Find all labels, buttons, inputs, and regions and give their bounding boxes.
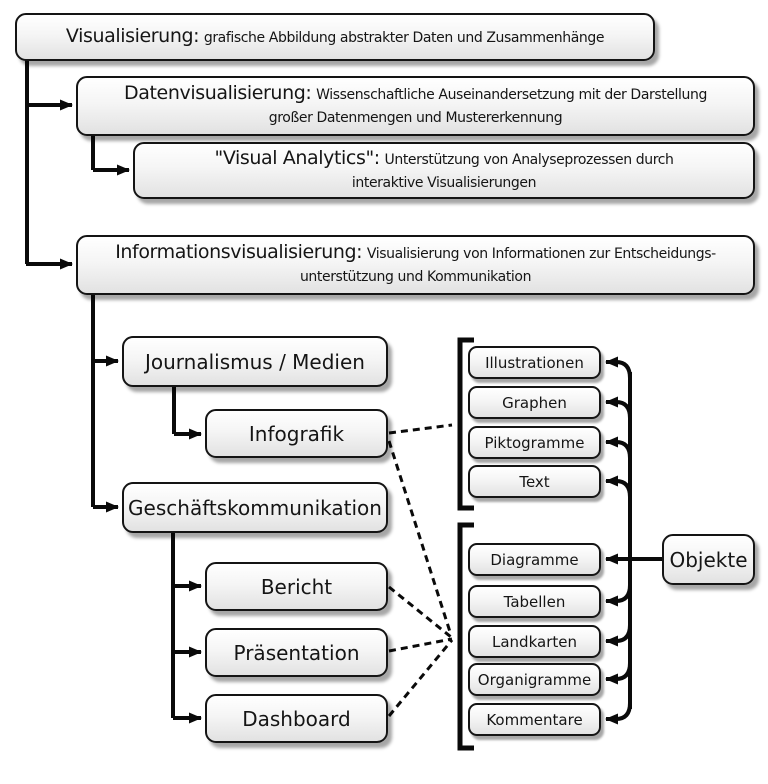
hook-illustrationen [605,356,632,379]
node-visualisierung-text: Visualisierung: grafische Abbildung abst… [65,24,605,50]
hook-graphen [605,396,632,419]
node-praesentation-label: Präsentation [233,640,360,665]
node-objekte-label: Objekte [669,547,748,572]
node-visual-analytics: "Visual Analytics": Unterstützung von An… [133,142,755,199]
node-bericht-label: Bericht [260,574,333,599]
node-illustrationen-label: Illustrationen [485,353,584,372]
objekte-rail [605,356,662,725]
node-geschaeftskommunikation: Geschäftskommunikation [122,482,388,533]
node-text: Text [468,465,601,498]
node-datenvisualisierung-line1: Datenvisualisierung: Wissenschaftliche A… [124,82,707,107]
node-piktogramme-label: Piktogramme [484,433,585,452]
node-journalismus-medien: Journalismus / Medien [122,336,388,387]
node-landkarten-label: Landkarten [492,632,577,651]
node-praesentation: Präsentation [205,628,388,677]
node-piktogramme: Piktogramme [468,426,601,459]
node-visual-analytics-title: "Visual Analytics": [214,146,380,169]
node-organigramme: Organigramme [468,663,601,696]
node-datenvisualisierung-desc2: großer Datenmengen und Mustererkennung [268,110,563,126]
node-dashboard: Dashboard [205,694,388,743]
node-kommentare: Kommentare [468,703,601,736]
hook-organigramme [605,662,632,685]
hook-kommentare [605,702,632,725]
node-datenvisualisierung: Datenvisualisierung: Wissenschaftliche A… [76,76,755,136]
node-visual-analytics-desc1: Unterstützung von Analyseprozessen durch [384,151,674,168]
hook-text [605,475,632,498]
node-informationsvisualisierung-desc1: Visualisierung von Informationen zur Ent… [366,246,716,262]
node-informationsvisualisierung: Informationsvisualisierung: Visualisieru… [76,235,755,295]
node-datenvisualisierung-title: Datenvisualisierung: [124,82,312,104]
node-tabellen-label: Tabellen [503,592,566,611]
node-journalismus-medien-label: Journalismus / Medien [145,349,365,374]
node-graphen-label: Graphen [502,393,567,412]
node-objekte: Objekte [662,534,755,585]
node-informationsvisualisierung-text: Informationsvisualisierung: Visualisieru… [115,241,716,289]
node-visualisierung-title: Visualisierung: [65,24,200,47]
node-dashboard-label: Dashboard [242,706,351,731]
node-graphen: Graphen [468,386,601,419]
dashed-relations [387,423,454,717]
node-text-label: Text [519,472,550,491]
node-diagramme: Diagramme [468,543,601,576]
node-infografik-label: Infografik [248,421,345,446]
node-diagramme-label: Diagramme [490,550,579,569]
node-datenvisualisierung-text: Datenvisualisierung: Wissenschaftliche A… [124,82,707,130]
node-tabellen: Tabellen [468,585,601,618]
node-landkarten: Landkarten [468,625,601,658]
node-illustrationen: Illustrationen [468,346,601,379]
dash-infografik-to-group2 [387,440,453,636]
dash-infografik-to-group1 [388,423,453,435]
hook-piktogramme [605,436,632,459]
dash-bericht-to-group2 [388,585,452,639]
node-visual-analytics-text: "Visual Analytics": Unterstützung von An… [214,147,673,195]
node-bericht: Bericht [205,562,388,611]
node-informationsvisualisierung-line1: Informationsvisualisierung: Visualisieru… [115,241,716,266]
node-organigramme-label: Organigramme [477,670,592,689]
node-infografik: Infografik [205,409,388,458]
node-visual-analytics-desc2: interaktive Visualisierungen [351,174,537,191]
node-visualisierung-desc: grafische Abbildung abstrakter Daten und… [203,29,605,46]
node-kommentare-label: Kommentare [486,710,583,729]
node-informationsvisualisierung-title: Informationsvisualisierung: [115,241,363,263]
node-visualisierung: Visualisierung: grafische Abbildung abst… [15,13,655,61]
hook-tabellen [605,584,632,607]
node-informationsvisualisierung-desc2: unterstützung und Kommunikation [299,269,532,285]
node-visual-analytics-line1: "Visual Analytics": Unterstützung von An… [214,147,673,172]
node-geschaeftskommunikation-label: Geschäftskommunikation [128,495,382,520]
dash-praesentation-to-group2 [388,637,453,653]
dash-dashboard-to-group2 [387,639,454,717]
node-datenvisualisierung-desc1: Wissenschaftliche Auseinandersetzung mit… [316,87,707,103]
hook-landkarten [605,624,632,647]
